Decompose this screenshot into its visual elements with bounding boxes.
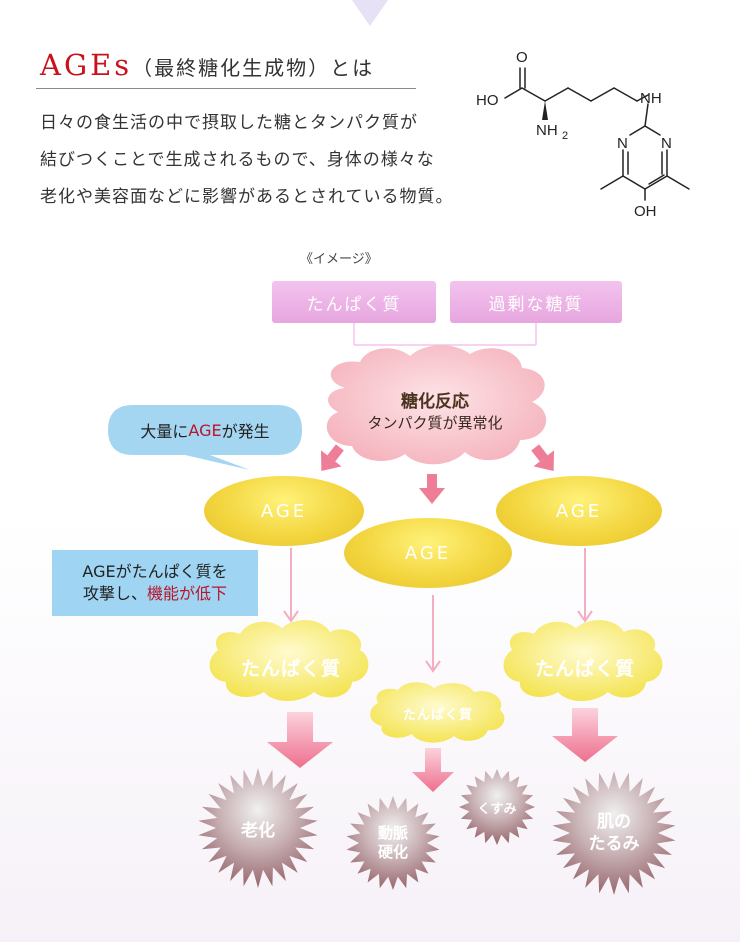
bubble-suffix: が発生 [221, 422, 270, 441]
attack-line-2-highlight: 機能が低下 [147, 584, 228, 603]
burst-sagging [552, 771, 676, 895]
input-box-excess-sugar: 過剰な糖質 [450, 281, 622, 323]
glycation-subtitle: タンパク質が異常化 [367, 414, 503, 432]
age-to-protein-arrows [283, 548, 593, 673]
top-decorative-triangle [352, 0, 388, 26]
protein-cloud-right [503, 620, 663, 701]
bubble-prefix: 大量に [140, 422, 189, 441]
input-box-protein: たんぱく質 [272, 281, 436, 323]
atom-oh: OH [634, 203, 657, 220]
burst-arteriosclerosis [346, 796, 440, 890]
atom-o: O [516, 49, 528, 66]
burst-dullness [459, 769, 535, 845]
outcome-dullness: くすみ [477, 801, 517, 817]
bubble-highlight: AGE [188, 420, 222, 440]
outcome-sagging: 肌の たるみ [551, 770, 677, 896]
glycation-text: 糖化反応 タンパク質が異常化 [345, 378, 525, 442]
burst-aging-shape [198, 768, 318, 888]
image-label: 《イメージ》 [300, 252, 378, 267]
protein-label-left: たんぱく質 [240, 657, 341, 680]
atom-n-left: N [617, 135, 628, 152]
glycation-arrows [320, 444, 555, 504]
title-underline [36, 88, 416, 89]
outcome-arteriosclerosis-line-2: 硬化 [377, 843, 408, 861]
protein-to-outcome-arrows [267, 708, 618, 792]
outcome-aging: 老化 [241, 820, 275, 841]
description-line-1: 日々の食生活の中で摂取した糖とタンパク質が [40, 113, 418, 133]
burst-sagging-shape [552, 771, 676, 895]
atom-nh2-subscript: 2 [562, 130, 568, 142]
page-title: AGEs（最終糖化生成物）とは [40, 48, 374, 82]
attack-line-2-prefix: 攻撃し、 [82, 584, 147, 603]
outcome-sagging-line-1: 肌の [597, 812, 631, 832]
atom-nh2: NH [536, 122, 558, 139]
atom-nh: NH [640, 90, 662, 107]
title-sub: （最終糖化生成物）とは [132, 56, 375, 80]
age-ellipse-left: AGE [204, 476, 364, 546]
outcome-arteriosclerosis-line-1: 動脈 [377, 824, 408, 842]
protein-label-center: たんぱく質 [402, 707, 473, 723]
age-ellipse-right: AGE [496, 476, 662, 546]
attack-line-2: 攻撃し、機能が低下 [83, 583, 227, 605]
atom-ho: HO [476, 92, 499, 109]
protein-label-right: たんぱく質 [534, 657, 635, 680]
age-ellipse-center: AGE [344, 518, 512, 588]
outcome-arteriosclerosis: 動脈 硬化 [345, 795, 441, 891]
glycation-cloud [326, 345, 547, 465]
title-main: AGEs [40, 48, 133, 82]
glycation-title: 糖化反応 [401, 392, 469, 412]
burst-arteriosclerosis-shape [346, 796, 440, 890]
attack-line-1: AGEがたんぱく質を [82, 562, 228, 581]
protein-cloud-left [209, 620, 369, 701]
description-line-3: 老化や美容面などに影響があるとされている物質。 [40, 187, 454, 207]
molecule-structure: O HO NH NH 2 N N OH [476, 49, 690, 220]
burst-aging [198, 768, 318, 888]
burst-dullness-shape [459, 769, 535, 845]
speech-bubble [108, 405, 302, 470]
atom-n-right: N [661, 135, 672, 152]
attack-info-box: AGEがたんぱく質を 攻撃し、機能が低下 [52, 550, 258, 616]
outcome-sagging-line-2: たるみ [588, 834, 640, 854]
description-line-2: 結びつくことで生成されるもので、身体の様々な [40, 150, 435, 170]
protein-cloud-center [370, 682, 505, 743]
